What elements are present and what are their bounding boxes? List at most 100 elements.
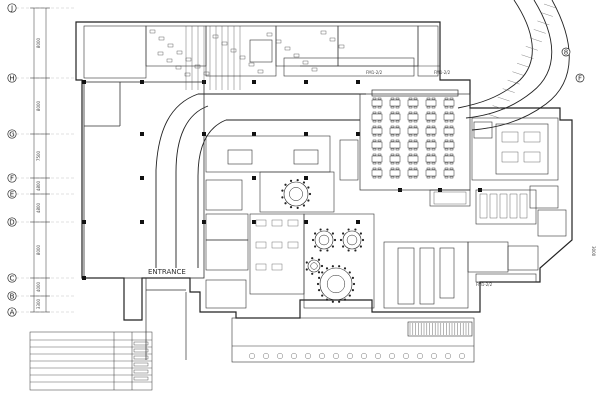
dimension-label: 4000 <box>36 281 41 292</box>
planter <box>347 353 354 360</box>
chair <box>413 167 418 170</box>
chair <box>431 162 436 165</box>
dining-tables <box>371 97 455 179</box>
chair <box>377 97 382 100</box>
chair <box>413 162 418 165</box>
elevator-shaft <box>479 193 488 219</box>
fixture <box>255 219 267 227</box>
dining-table <box>425 155 437 163</box>
legend-swatch <box>133 348 149 353</box>
chair <box>395 148 400 151</box>
column <box>140 80 144 84</box>
chair <box>449 162 454 165</box>
ramp-tick <box>512 71 525 76</box>
chair <box>413 153 418 156</box>
chair <box>377 167 382 170</box>
chair <box>372 167 377 170</box>
grid-label: G <box>9 131 14 139</box>
dining-table <box>389 141 401 149</box>
chair <box>444 148 449 151</box>
grid-bubble-a: A <box>7 307 76 317</box>
grid-label: H <box>9 75 14 83</box>
dining-table <box>407 141 419 149</box>
chair <box>431 134 436 137</box>
chair <box>390 125 395 128</box>
chair <box>390 139 395 142</box>
ramp-tick <box>521 54 534 59</box>
chair <box>408 162 413 165</box>
chair <box>377 106 382 109</box>
equipment-mark <box>176 50 183 55</box>
chair <box>377 139 382 142</box>
equipment-mark <box>239 55 246 60</box>
grid-label: C <box>10 275 15 283</box>
chair <box>390 176 395 179</box>
chair <box>431 97 436 100</box>
column <box>140 132 144 136</box>
column <box>82 276 86 280</box>
planter <box>389 353 396 360</box>
ramp-tick <box>516 63 530 68</box>
chair <box>449 148 454 151</box>
round-table <box>311 228 337 252</box>
chair <box>377 120 382 123</box>
dining-table <box>425 99 437 107</box>
chair <box>390 134 395 137</box>
chair <box>372 139 377 142</box>
chair <box>444 167 449 170</box>
dining-table <box>407 99 419 107</box>
dining-table <box>371 169 383 177</box>
lower-kitchen <box>383 241 539 309</box>
column <box>140 220 144 224</box>
chair <box>444 106 449 109</box>
equipment-mark <box>311 67 318 72</box>
dining-table <box>389 99 401 107</box>
chair <box>449 125 454 128</box>
equipment-mark <box>194 64 201 69</box>
dimension-label: 7500 <box>36 150 41 161</box>
grid-label: J <box>10 5 13 13</box>
chair <box>426 134 431 137</box>
chair <box>408 106 413 109</box>
chair <box>431 176 436 179</box>
chair <box>377 134 382 137</box>
kitchen-counter <box>523 131 541 143</box>
planter <box>277 353 284 360</box>
chair <box>426 120 431 123</box>
dining-table <box>389 155 401 163</box>
chair <box>449 153 454 156</box>
ramp-tick <box>525 46 538 51</box>
dining-table <box>371 113 383 121</box>
terrace <box>231 317 475 363</box>
equipment-mark <box>184 72 191 77</box>
dining-table <box>389 113 401 121</box>
chair <box>444 162 449 165</box>
legend-swatch <box>133 376 149 381</box>
dining-table <box>389 127 401 135</box>
chair <box>426 153 431 156</box>
chair <box>426 111 431 114</box>
dining-hall <box>359 89 471 191</box>
chair <box>431 139 436 142</box>
planter <box>431 353 438 360</box>
chair <box>395 167 400 170</box>
dining-table <box>389 169 401 177</box>
chair <box>449 176 454 179</box>
chair <box>372 125 377 128</box>
legend-swatch <box>133 341 149 346</box>
grid-label: B <box>10 293 15 301</box>
chair <box>395 111 400 114</box>
chair <box>426 167 431 170</box>
dining-table <box>443 127 455 135</box>
ramp-tick <box>533 29 546 34</box>
elevator-shaft <box>519 193 528 219</box>
planter <box>319 353 326 360</box>
dining-table <box>425 127 437 135</box>
chair <box>372 162 377 165</box>
chair <box>372 148 377 151</box>
chair <box>372 176 377 179</box>
column <box>202 220 206 224</box>
column <box>202 132 206 136</box>
chair <box>449 139 454 142</box>
dimension-label: 8000 <box>36 100 41 111</box>
